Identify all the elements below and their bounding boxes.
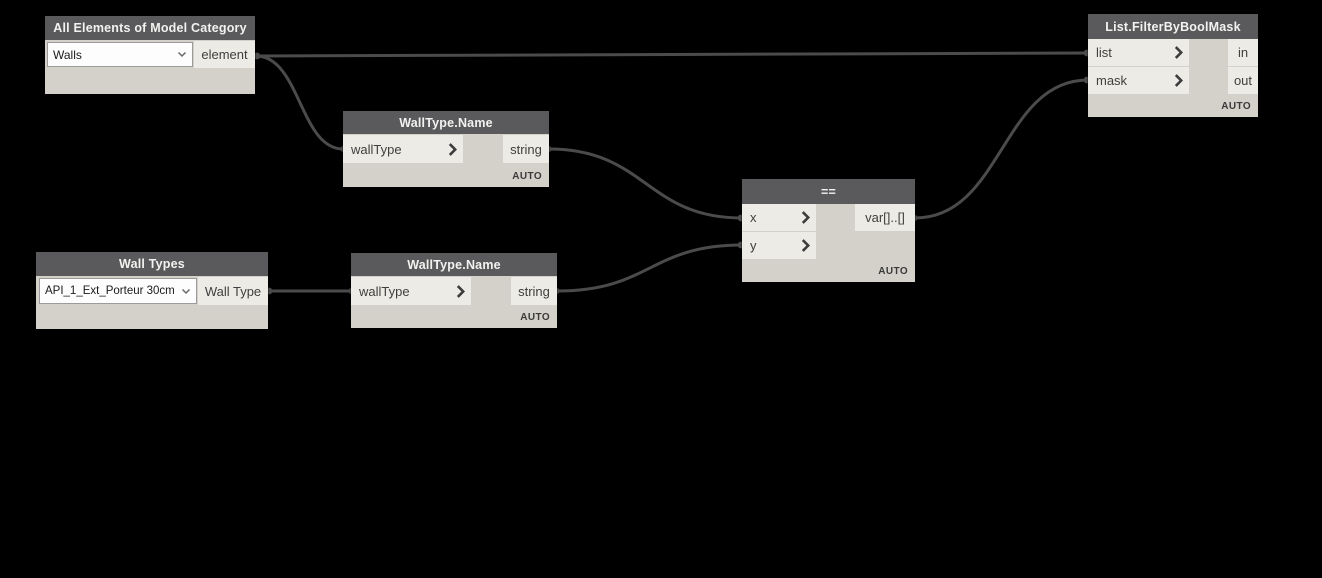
output-port-label: in [1237, 45, 1249, 60]
output-port-label: out [1233, 73, 1253, 88]
node-equals[interactable]: == x y var[]..[] AUTO [742, 179, 915, 282]
node-title[interactable]: List.FilterByBoolMask [1088, 14, 1258, 39]
category-dropdown-value: Walls [53, 47, 82, 62]
node-all-elements-of-model-category[interactable]: All Elements of Model Category Walls ele… [45, 16, 255, 94]
output-port-label: var[]..[] [865, 210, 905, 225]
output-port-label: Wall Type [204, 283, 262, 299]
input-port-label: wallType [351, 141, 402, 157]
input-port-list[interactable]: list [1088, 39, 1189, 66]
input-port-label: mask [1096, 73, 1128, 88]
dropdown-chevron-icon [177, 51, 187, 58]
output-port-wall-type[interactable]: Wall Type [198, 277, 268, 305]
default-value-chevron-icon [801, 211, 810, 224]
input-port-walltype[interactable]: wallType [351, 277, 471, 305]
output-port-label: string [518, 283, 550, 299]
node-wall-types[interactable]: Wall Types API_1_Ext_Porteur 30cm Wall T… [36, 252, 268, 329]
input-port-x[interactable]: x [742, 204, 816, 231]
node-title[interactable]: WallType.Name [351, 253, 557, 276]
wire-element-to-walltype-top[interactable] [255, 54, 344, 151]
default-value-chevron-icon [1174, 74, 1183, 87]
dropdown-chevron-icon [181, 288, 191, 294]
input-port-label: wallType [359, 283, 410, 299]
input-port-label: list [1096, 45, 1112, 60]
category-dropdown[interactable]: Walls [47, 42, 193, 67]
input-port-walltype[interactable]: wallType [343, 135, 463, 163]
output-port-var[interactable]: var[]..[] [855, 204, 915, 231]
default-value-chevron-icon [456, 284, 465, 298]
input-port-y[interactable]: y [742, 232, 816, 259]
input-port-label: x [750, 210, 757, 225]
output-port-out[interactable]: out [1228, 67, 1258, 94]
node-title[interactable]: WallType.Name [343, 111, 549, 134]
output-port-label: string [510, 141, 542, 157]
input-port-mask[interactable]: mask [1088, 67, 1189, 94]
lacing-badge[interactable]: AUTO [520, 312, 550, 323]
default-value-chevron-icon [448, 142, 457, 156]
output-port-element[interactable]: element [194, 41, 255, 68]
node-list-filterbyboolmask[interactable]: List.FilterByBoolMask list mask in out A… [1088, 14, 1258, 117]
default-value-chevron-icon [801, 239, 810, 252]
wall-type-dropdown-value: API_1_Ext_Porteur 30cm [45, 285, 175, 297]
output-port-label: element [201, 47, 248, 62]
wire-string-top-to-x[interactable] [548, 147, 743, 220]
node-walltype-name-top[interactable]: WallType.Name wallType string AUTO [343, 111, 549, 187]
node-title[interactable]: Wall Types [36, 252, 268, 276]
node-title[interactable]: All Elements of Model Category [45, 16, 255, 40]
wire-string-bottom-to-y[interactable] [556, 243, 743, 293]
default-value-chevron-icon [1174, 46, 1183, 59]
node-title[interactable]: == [742, 179, 915, 204]
node-walltype-name-bottom[interactable]: WallType.Name wallType string AUTO [351, 253, 557, 328]
output-port-string[interactable]: string [503, 135, 549, 163]
lacing-badge[interactable]: AUTO [512, 171, 542, 182]
output-port-in[interactable]: in [1228, 39, 1258, 66]
output-port-string[interactable]: string [511, 277, 557, 305]
lacing-badge[interactable]: AUTO [1221, 101, 1251, 112]
wire-element-to-list[interactable] [255, 51, 1089, 58]
wall-type-dropdown[interactable]: API_1_Ext_Porteur 30cm [39, 278, 197, 304]
input-port-label: y [750, 238, 757, 253]
lacing-badge[interactable]: AUTO [878, 266, 908, 277]
wire-var-to-mask[interactable] [914, 78, 1089, 220]
